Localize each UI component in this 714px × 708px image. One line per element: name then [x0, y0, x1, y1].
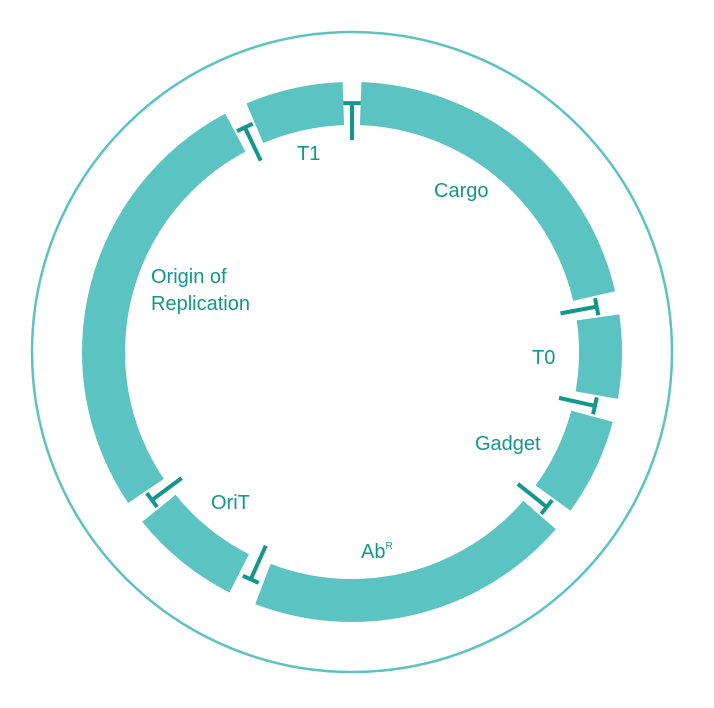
- connector-stem: [516, 482, 549, 509]
- segment-orit: [142, 494, 249, 593]
- connector-bar: [236, 121, 254, 133]
- connector-stem: [560, 304, 598, 316]
- label-orit: OriT: [211, 492, 250, 514]
- terminator-connector: [516, 482, 554, 515]
- label-t0: T0: [532, 347, 555, 369]
- label-origin-line2: Replication: [151, 293, 250, 315]
- segment-gadget: [535, 410, 613, 511]
- label-abr-main: Ab: [361, 541, 385, 563]
- connector-bar: [145, 491, 159, 509]
- connector-bar: [242, 573, 260, 585]
- label-t1: T1: [297, 143, 320, 165]
- terminator-connector: [558, 395, 599, 415]
- label-origin-line1: Origin of: [151, 266, 227, 288]
- label-gadget: Gadget: [475, 433, 541, 455]
- connector-stem: [242, 126, 263, 162]
- label-abr: AbR: [361, 541, 393, 563]
- segment-ab: [255, 500, 556, 622]
- label-abr-superscript: R: [385, 541, 392, 552]
- connector-bar: [539, 498, 554, 515]
- terminator-connector: [236, 121, 263, 162]
- connector-stem: [558, 395, 596, 408]
- terminator-connector: [560, 297, 601, 316]
- terminator-connector: [343, 101, 361, 140]
- segment-t1: [246, 82, 345, 144]
- connector-bar: [591, 396, 599, 415]
- segment-cargo: [359, 82, 616, 301]
- segment-t0: [575, 314, 622, 399]
- segment-origin-of: [81, 113, 246, 503]
- terminator-connector: [242, 544, 268, 585]
- terminator-connector: [145, 476, 183, 509]
- label-cargo: Cargo: [434, 180, 488, 202]
- connector-stem: [150, 476, 183, 502]
- outer-ring: [30, 30, 674, 674]
- connector-bar: [593, 297, 601, 316]
- connector-stem: [248, 544, 268, 581]
